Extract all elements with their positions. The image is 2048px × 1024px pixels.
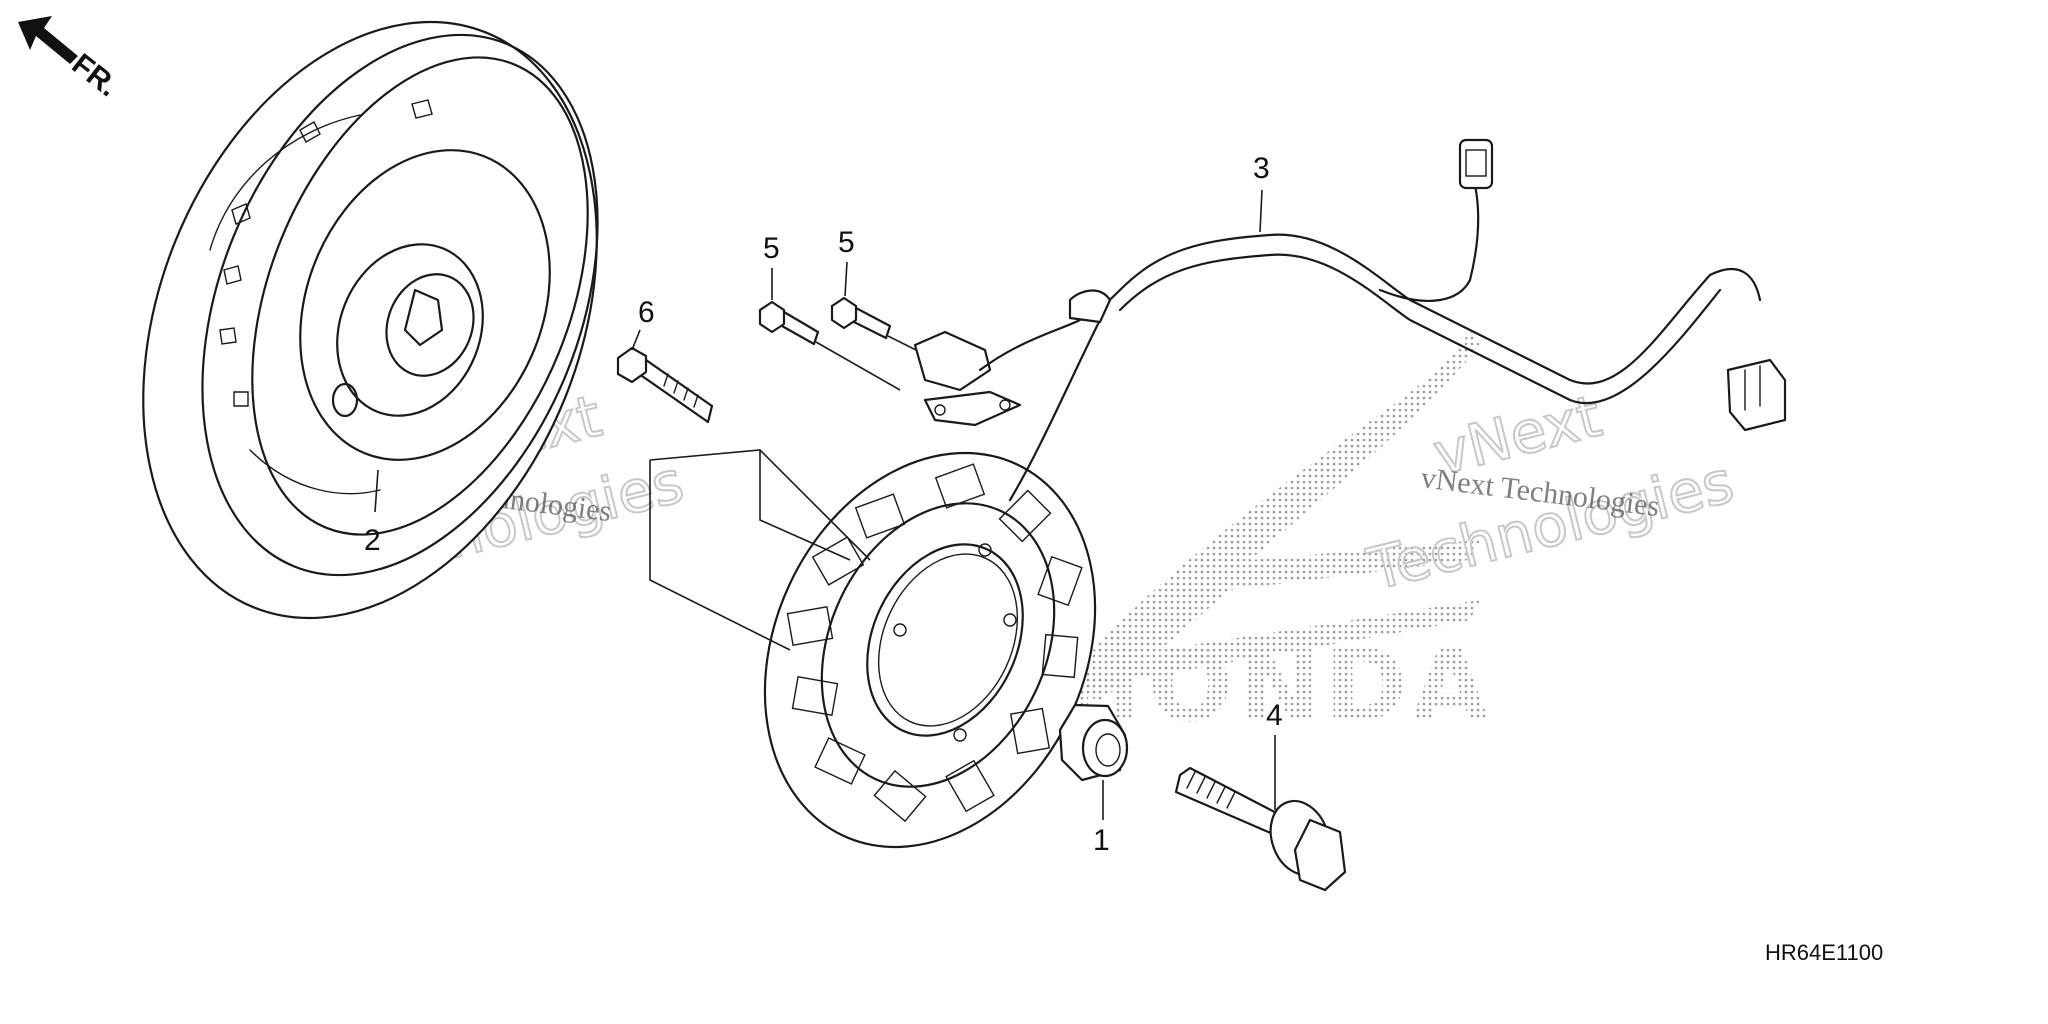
leader-pulser — [815, 335, 921, 391]
wire-harness — [978, 138, 1787, 502]
callout-number[interactable]: 3 — [1253, 152, 1270, 185]
pulser-bolt-a — [758, 300, 820, 346]
honda-wing-icon — [1060, 330, 1480, 700]
pulser-generator — [913, 330, 1022, 427]
honda-logo: HONDA — [1060, 330, 1493, 744]
front-direction-indicator: FR. — [18, 16, 124, 103]
stator-nut — [1058, 703, 1129, 782]
callout-number[interactable]: 5 — [838, 226, 855, 259]
callout-number[interactable]: 6 — [638, 296, 655, 329]
leader-stator-bolt — [631, 329, 641, 351]
callout-number[interactable]: 1 — [1093, 824, 1110, 857]
callout-number[interactable]: 5 — [763, 232, 780, 265]
stator-bolt — [616, 346, 714, 424]
front-arrow-icon — [18, 16, 78, 64]
pulser-bolt-b — [830, 296, 892, 340]
flywheel — [142, 20, 599, 620]
callout-number[interactable]: 2 — [364, 524, 381, 557]
leader-stator-bolts — [649, 449, 871, 651]
honda-wordmark: HONDA — [1060, 627, 1493, 744]
callout-number[interactable]: 4 — [1266, 699, 1283, 732]
leader-pulser-bolt-b — [844, 261, 848, 297]
flange-bolt — [1174, 766, 1347, 892]
leader-flywheel — [374, 469, 379, 513]
stator — [763, 451, 1097, 849]
watermark-outline-line2: Technologies — [1361, 447, 1740, 603]
diagram-code: HR64E1100 — [1765, 940, 1883, 965]
leader-wire-harness — [1259, 189, 1263, 233]
watermark-right: vNext Technologies vNext Technologies — [1360, 381, 1741, 605]
